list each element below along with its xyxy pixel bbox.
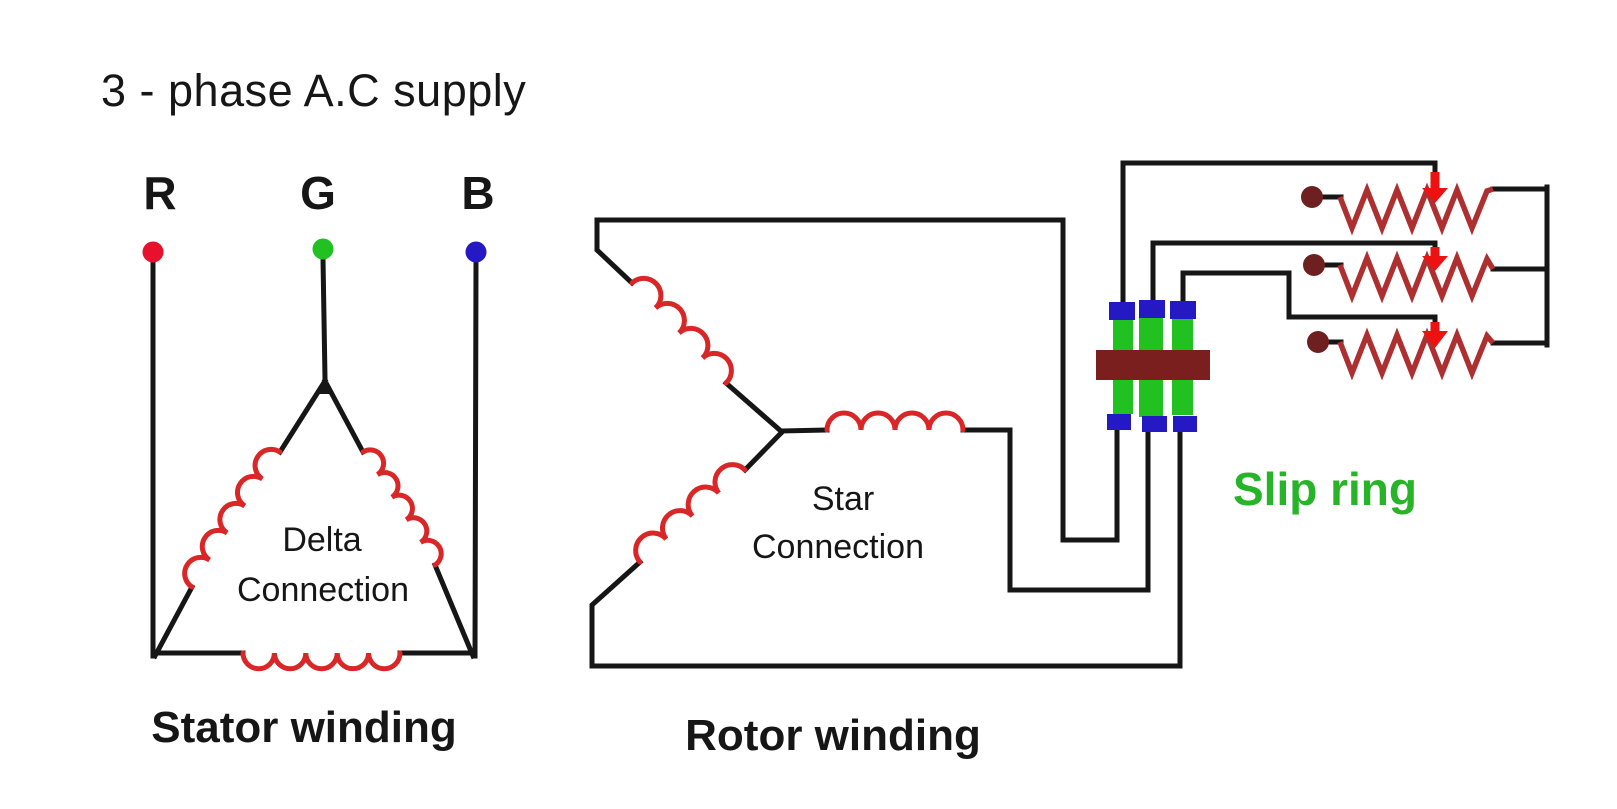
wires xyxy=(150,160,1550,669)
phase-r-label: R xyxy=(143,167,177,219)
resistor-3-zigzag xyxy=(1337,327,1496,381)
supply-b-wire xyxy=(472,259,479,659)
stator-delta-right-coil xyxy=(360,447,444,568)
rotor-star-upper-coil xyxy=(629,275,734,386)
rotor-star-lower-coil xyxy=(633,462,748,565)
delta-frame-wire xyxy=(151,377,477,660)
winding-coils xyxy=(182,275,966,672)
stator-winding-caption: Stator winding xyxy=(151,703,457,752)
slip-ring-label: Slip ring xyxy=(1233,463,1417,515)
brushes xyxy=(1107,300,1197,432)
stator-delta-bottom-coil xyxy=(240,650,403,672)
rotor-shaft xyxy=(1096,350,1210,380)
external-resistors xyxy=(1337,182,1496,381)
stator-delta-left-coil xyxy=(182,446,283,590)
phase-g-terminal-dot xyxy=(312,238,334,260)
rotor-phase-a-wire xyxy=(594,217,1120,543)
resistor-terminal-stubs xyxy=(1319,194,1344,345)
star-connection-label-line2: Connection xyxy=(751,528,925,566)
rotor-phase-b-wire xyxy=(779,427,1151,593)
brush-top-2 xyxy=(1139,300,1165,318)
delta-connection-label-line2: Connection xyxy=(236,571,410,609)
phase-b-terminal-dot xyxy=(465,241,487,263)
rotor-star-right-coil xyxy=(824,410,966,433)
phase-g-label: G xyxy=(300,167,336,219)
phase-b-label: B xyxy=(461,167,495,219)
resistor-2-zigzag xyxy=(1337,250,1496,304)
delta-connection-label-line1: Delta xyxy=(282,521,362,559)
brush-feed-wire-3 xyxy=(1180,270,1438,325)
resistor-1-zigzag xyxy=(1337,182,1494,236)
brush-top-3 xyxy=(1170,301,1196,319)
brush-bottom-2 xyxy=(1142,416,1167,432)
supply-title: 3 - phase A.C supply xyxy=(101,65,527,116)
brush-bottom-1 xyxy=(1107,414,1131,430)
resistor-2-terminal-dot xyxy=(1303,254,1325,276)
wiper-arrow-2-icon xyxy=(1422,256,1448,271)
supply-g-wire xyxy=(320,256,328,381)
resistor-terminal-dots xyxy=(1301,186,1329,353)
brush-feed-wire-2 xyxy=(1150,240,1438,304)
resistor-bus-wire xyxy=(1490,184,1550,348)
rotor-winding-caption: Rotor winding xyxy=(685,711,981,760)
brush-top-1 xyxy=(1109,302,1135,320)
wiper-arrow-3-icon xyxy=(1422,331,1448,348)
resistor-3-terminal-dot xyxy=(1307,331,1329,353)
phase-r-terminal-dot xyxy=(142,241,164,263)
brush-bottom-3 xyxy=(1173,416,1197,432)
resistor-1-terminal-dot xyxy=(1301,186,1323,208)
star-connection-label-line1: Star xyxy=(811,480,875,518)
rotor-phase-c-wire xyxy=(589,428,1183,669)
delta-apex-arrow-icon xyxy=(318,379,332,394)
wiper-arrow-1-icon xyxy=(1422,188,1448,203)
brush-feed-wire-1 xyxy=(1120,160,1438,305)
